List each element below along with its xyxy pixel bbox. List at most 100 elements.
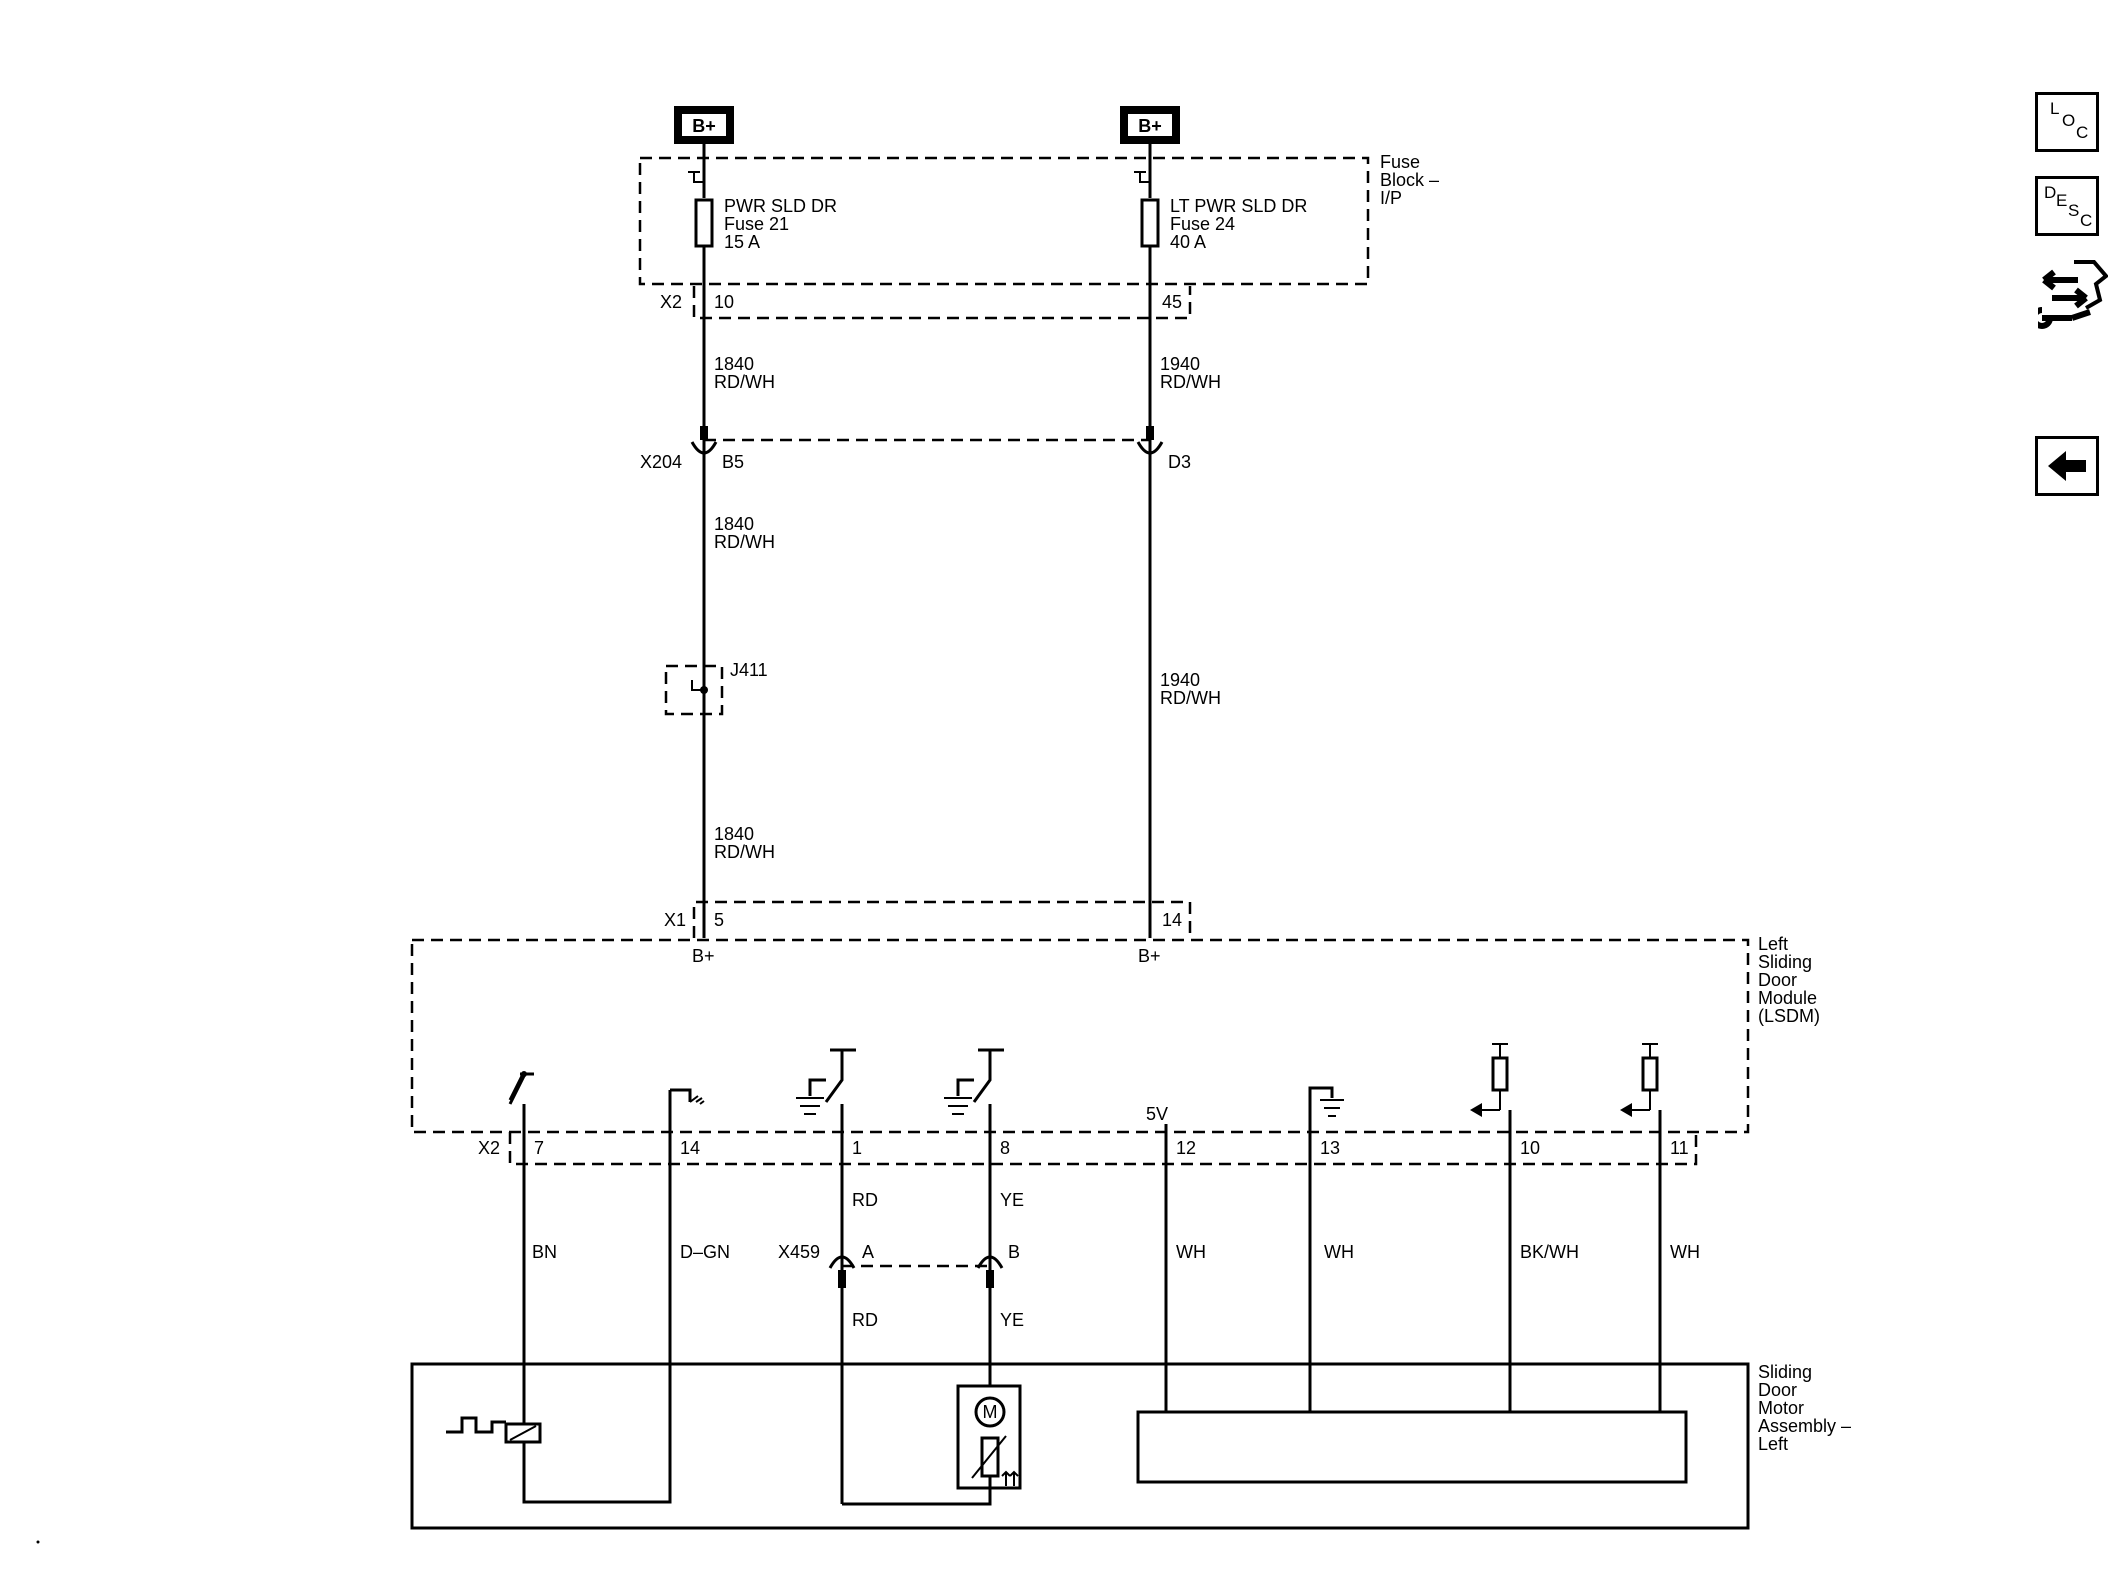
motor-icon [974, 1396, 1006, 1428]
battery-source-left: B+ [674, 106, 734, 144]
svg-text:40 A: 40 A [1170, 232, 1206, 252]
svg-text:RD/WH: RD/WH [714, 532, 775, 552]
pin-7: 7 [534, 1138, 544, 1158]
wire-color-wh-11: WH [1670, 1242, 1700, 1262]
back-button[interactable] [2035, 436, 2099, 496]
motor-label: M [983, 1402, 998, 1422]
battery-label: B+ [1138, 116, 1162, 136]
x459-wire-ye: YE [1000, 1310, 1024, 1330]
x2-pin-10: 10 [714, 292, 734, 312]
j411-label: J411 [730, 660, 768, 680]
wire-color-d-gn: D–GN [680, 1242, 730, 1262]
svg-text:1840: 1840 [714, 514, 754, 534]
location-button[interactable]: L O C [2035, 92, 2099, 152]
motor-control-box [1136, 1410, 1688, 1484]
x2-fuse-connector-label: X2 [660, 292, 682, 312]
loc-icon: L [2050, 99, 2060, 118]
wire-color-wh-13: WH [1324, 1242, 1354, 1262]
description-button[interactable]: D E S C [2035, 176, 2099, 236]
pullup-resistor-icon [1470, 1043, 1509, 1117]
svg-text:Assembly –: Assembly – [1758, 1416, 1851, 1436]
x204-pin-d3: D3 [1168, 452, 1191, 472]
fuse-24-icon [1140, 198, 1160, 248]
five-volt-label: 5V [1146, 1104, 1168, 1124]
x204-terminal-d3 [1136, 441, 1164, 455]
ground-icon [670, 1088, 692, 1102]
back-arrow-icon [2048, 451, 2086, 481]
lsdm-title: Left Sliding Door Module (LSDM) [1758, 934, 1820, 1026]
svg-text:Sliding: Sliding [1758, 1362, 1812, 1382]
wire-color-ye-upper: YE [1000, 1190, 1024, 1210]
desc-icon: D [2044, 183, 2057, 202]
lsdm-b-plus-right: B+ [1138, 946, 1161, 966]
svg-text:I/P: I/P [1380, 188, 1402, 208]
svg-text:RD/WH: RD/WH [714, 842, 775, 862]
wire-color-rd-upper: RD [852, 1190, 878, 1210]
svg-text:15 A: 15 A [724, 232, 760, 252]
x459-terminal-b [976, 1255, 1004, 1269]
svg-text:Block –: Block – [1380, 170, 1439, 190]
lsdm-module-outline [410, 938, 1750, 1134]
svg-text:RD/WH: RD/WH [714, 372, 775, 392]
connector-wrench-icon [2031, 260, 2109, 329]
svg-text:Module: Module [1758, 988, 1817, 1008]
fuse-block-outline [638, 156, 1370, 286]
wire-1840-label-2: 1840 RD/WH [714, 514, 775, 552]
svg-text:Left: Left [1758, 934, 1788, 954]
x1-pin-5: 5 [714, 910, 724, 930]
ground-icon [1308, 1086, 1344, 1117]
wire-1840-label-3: 1840 RD/WH [714, 824, 775, 862]
switch-icon [508, 1071, 526, 1101]
bus-tap-icon [1134, 171, 1150, 183]
svg-text:Fuse 24: Fuse 24 [1170, 214, 1235, 234]
switch-to-ground-icon [796, 1048, 856, 1115]
connector-tool-button[interactable] [2031, 254, 2109, 334]
battery-label: B+ [692, 116, 716, 136]
motor-assembly-title: Sliding Door Motor Assembly – Left [1758, 1362, 1851, 1454]
svg-text:Motor: Motor [1758, 1398, 1804, 1418]
pin-11: 11 [1670, 1138, 1689, 1158]
pulse-signal-icon [446, 1416, 506, 1434]
x459-terminal-a [828, 1255, 856, 1269]
svg-text:RD/WH: RD/WH [1160, 688, 1221, 708]
svg-text:1940: 1940 [1160, 354, 1200, 374]
wire-color-wh-12: WH [1176, 1242, 1206, 1262]
fuse-24-label: LT PWR SLD DR Fuse 24 40 A [1170, 196, 1307, 252]
wire-color-bn: BN [532, 1242, 557, 1262]
x1-connector [692, 900, 1192, 938]
fuse-21-icon [694, 198, 714, 248]
x459-wire-rd: RD [852, 1310, 878, 1330]
x1-label: X1 [664, 910, 686, 930]
wire-color-bk-wh: BK/WH [1520, 1242, 1579, 1262]
svg-text:1840: 1840 [714, 354, 754, 374]
svg-text:Door: Door [1758, 1380, 1797, 1400]
pin-13: 13 [1320, 1138, 1340, 1158]
x2-pin-45: 45 [1162, 292, 1182, 312]
fuse-21-label: PWR SLD DR Fuse 21 15 A [724, 196, 837, 252]
wire-1940-label-2: 1940 RD/WH [1160, 670, 1221, 708]
pin-12: 12 [1176, 1138, 1196, 1158]
svg-text:1940: 1940 [1160, 670, 1200, 690]
svg-text:PWR SLD DR: PWR SLD DR [724, 196, 837, 216]
x204-label: X204 [640, 452, 682, 472]
x2-fuse-connector [692, 286, 1192, 320]
pin-14: 14 [680, 1138, 700, 1158]
svg-text:Sliding: Sliding [1758, 952, 1812, 972]
pin-8: 8 [1000, 1138, 1010, 1158]
motor-assembly-outline [410, 1362, 1750, 1530]
x459-pin-a: A [862, 1242, 874, 1262]
svg-text:Fuse: Fuse [1380, 152, 1420, 172]
pullup-resistor-icon [1620, 1043, 1659, 1117]
svg-text:1840: 1840 [714, 824, 754, 844]
x459-pin-b: B [1008, 1242, 1020, 1262]
x204-terminal-b5 [690, 441, 718, 455]
svg-text:RD/WH: RD/WH [1160, 372, 1221, 392]
pin-10: 10 [1520, 1138, 1540, 1158]
svg-text:Door: Door [1758, 970, 1797, 990]
battery-source-right: B+ [1120, 106, 1180, 144]
svg-text:Fuse 21: Fuse 21 [724, 214, 789, 234]
svg-text:Left: Left [1758, 1434, 1788, 1454]
svg-text:(LSDM): (LSDM) [1758, 1006, 1820, 1026]
x459-label: X459 [778, 1242, 820, 1262]
